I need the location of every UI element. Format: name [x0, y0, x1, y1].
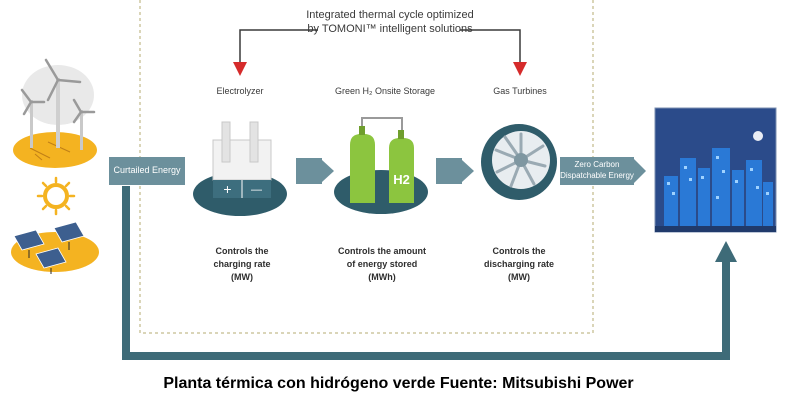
feedback-arrowhead-left [233, 62, 247, 76]
control-line: (MWh) [368, 272, 396, 282]
control-line: (MW) [231, 272, 253, 282]
system-boundary [139, 0, 594, 334]
flow-arrow-1 [296, 158, 334, 184]
gas-turbine-icon [481, 124, 557, 200]
solar-farm-icon [11, 221, 99, 274]
electrolyzer-icon [193, 121, 287, 216]
stage-title-turbines: Gas Turbines [493, 86, 547, 96]
control-line: charging rate [213, 259, 271, 269]
control-text-turbines: Controls the discharging rate (MW) [459, 245, 579, 284]
control-text-storage: Controls the amount of energy stored (MW… [322, 245, 442, 284]
wind-farm-icon [13, 58, 97, 168]
control-text-electrolyzer: Controls the charging rate (MW) [182, 245, 302, 284]
control-line: of energy stored [346, 259, 418, 269]
feedback-arrow-left [239, 29, 318, 62]
h2-tank-label: H2 [393, 172, 410, 187]
control-line: Controls the [215, 246, 269, 256]
stage-title-electrolyzer: Electrolyzer [216, 86, 264, 96]
zero-carbon-arrow-box [560, 157, 646, 185]
flow-arrow-2 [436, 158, 474, 184]
stage-title-storage: Green H₂ Onsite Storage [334, 86, 436, 96]
header-line-2: by TOMONI™ intelligent solutions [307, 23, 473, 35]
zero-carbon-label-line-2: Dispatchable Energy [560, 171, 634, 180]
h2-storage-icon [334, 117, 428, 214]
return-flow-arrowhead [715, 241, 737, 262]
return-flow-line [122, 186, 730, 360]
feedback-arrowhead-right [513, 62, 527, 76]
header-line-1: Integrated thermal cycle optimized [306, 9, 474, 21]
control-line: discharging rate [483, 259, 555, 269]
sun-icon [36, 176, 76, 216]
electrolyzer-plus-sign: + [223, 181, 232, 197]
feedback-arrow-right [460, 29, 521, 62]
curtailed-energy-label: Curtailed Energy [113, 165, 181, 175]
control-line: Controls the [492, 246, 546, 256]
control-line: Controls the amount [338, 246, 426, 256]
figure-caption: Planta térmica con hidrógeno verde Fuent… [163, 375, 634, 392]
zero-carbon-label-line-1: Zero Carbon [574, 160, 620, 169]
control-line: (MW) [508, 272, 530, 282]
curtailed-energy-box [109, 157, 185, 185]
city-icon [654, 107, 777, 233]
electrolyzer-minus-sign: — [251, 184, 262, 196]
